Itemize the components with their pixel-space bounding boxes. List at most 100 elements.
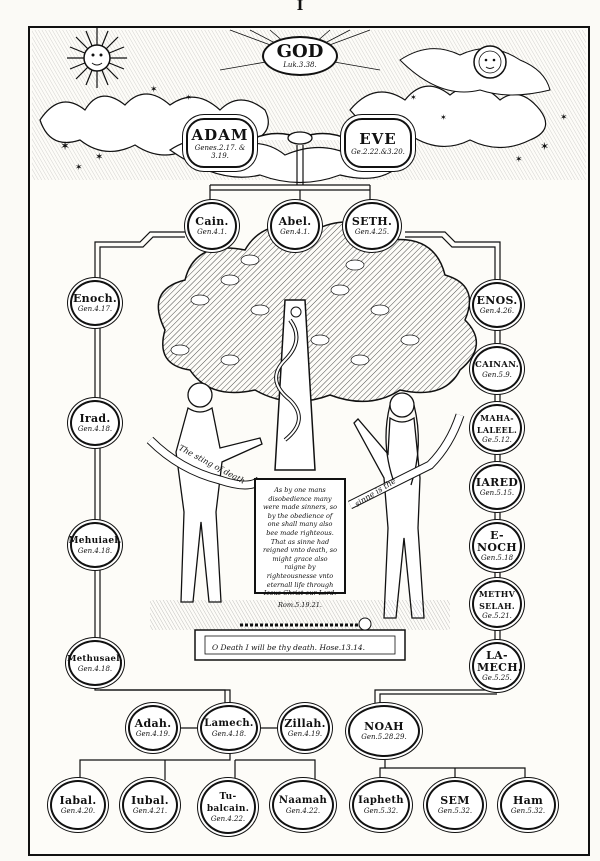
sun-icon xyxy=(67,28,127,88)
tomb xyxy=(194,617,406,661)
node-iubal: Iubal. Gen.4.21. xyxy=(122,780,178,830)
methusael-name: Methusael. xyxy=(67,654,123,664)
abel-name: Abel. xyxy=(278,215,312,228)
node-abel: Abel. Gen.4.1. xyxy=(270,202,320,250)
tree-of-knowledge xyxy=(157,221,478,471)
methuselah-ref: Ge.5.21. xyxy=(482,612,512,620)
enoch2-ref: Gen.5.18 xyxy=(480,554,514,562)
node-mahalaleel: MAHA-LALEEL. Ge.5.12. xyxy=(472,404,522,452)
god-ref: Luk.3.38. xyxy=(283,61,317,69)
page-number: I xyxy=(296,0,304,14)
methuselah-name: METHV SELAH. xyxy=(478,589,516,611)
iabal-ref: Gen.4.20. xyxy=(60,807,96,815)
mehuiael-name: Mehuiael. xyxy=(68,536,122,546)
tubalcain-name: Tu-balcain. xyxy=(206,792,250,814)
naamah-name: Naamah xyxy=(278,795,328,806)
node-adah: Adah. Gen.4.19. xyxy=(128,705,178,751)
mahalaleel-name: MAHA-LALEEL. xyxy=(476,413,518,435)
adah-ref: Gen.4.19. xyxy=(135,730,171,738)
node-tubalcain: Tu-balcain. Gen.4.22. xyxy=(200,780,256,834)
cain-ref: Gen.4.1. xyxy=(197,228,227,236)
node-cain: Cain. Gen.4.1. xyxy=(187,202,237,250)
node-seth: SETH. Gen.4.25. xyxy=(345,202,399,250)
god-name: GOD xyxy=(276,41,324,62)
svg-text:✶: ✶ xyxy=(150,85,158,95)
svg-text:✶: ✶ xyxy=(95,152,103,163)
node-lamech: Lamech. Gen.4.18. xyxy=(200,705,258,751)
lamech2-name: LA-MECH. xyxy=(477,649,523,674)
ham-name: Ham xyxy=(512,794,544,807)
methusael-ref: Gen.4.18. xyxy=(77,665,113,673)
node-methusael: Methusael. Gen.4.18. xyxy=(67,640,123,686)
node-enos: ENOS. Gen.4.26. xyxy=(472,282,522,328)
lamech-ref: Gen.4.18. xyxy=(211,730,247,738)
svg-text:✶: ✶ xyxy=(60,139,70,153)
scripture-text: As by one mans disobedience many were ma… xyxy=(262,486,337,598)
node-enoch: Enoch. Gen.4.17. xyxy=(70,280,120,326)
node-enoch-seth-line: E-NOCH Gen.5.18 xyxy=(472,522,522,570)
tubalcain-ref: Gen.4.22. xyxy=(210,815,246,823)
adam-name: ADAM xyxy=(191,126,249,144)
noah-name: NOAH xyxy=(364,720,404,733)
svg-text:✶: ✶ xyxy=(185,93,192,102)
enoch-name: Enoch. xyxy=(72,292,118,305)
node-noah: NOAH Gen.5.28.29. xyxy=(348,705,420,757)
enos-name: ENOS. xyxy=(476,294,518,307)
eve-cartouche: EVE Ge.2.22.&3.20. xyxy=(344,118,412,168)
zillah-name: Zillah. xyxy=(284,717,326,730)
seth-ref: Gen.4.25. xyxy=(354,228,390,236)
iabal-name: Iabal. xyxy=(59,794,97,807)
eve-name: EVE xyxy=(359,130,397,148)
cainan-name: CAINAN. xyxy=(475,360,519,370)
svg-text:✶: ✶ xyxy=(540,140,549,153)
iared-name: IARED xyxy=(475,476,519,489)
lineage-connectors xyxy=(79,145,526,780)
node-ham: Ham Gen.5.32. xyxy=(500,780,556,830)
node-zillah: Zillah. Gen.4.19. xyxy=(280,705,330,751)
stars: ✶✶ ✶✶ ✶✶ ✶✶ ✶✶ xyxy=(60,85,568,173)
scripture-ref: Rom.5.19.21. xyxy=(278,600,322,609)
svg-text:✶: ✶ xyxy=(410,93,417,102)
eve-ref: Ge.2.22.&3.20. xyxy=(351,148,405,156)
node-irad: Irad. Gen.4.18. xyxy=(70,400,120,446)
mehuiael-ref: Gen.4.18. xyxy=(77,547,113,555)
svg-text:✶: ✶ xyxy=(440,113,447,122)
node-iabal: Iabal. Gen.4.20. xyxy=(50,780,106,830)
cain-name: Cain. xyxy=(195,215,229,228)
scripture-tablet: As by one mans disobedience many were ma… xyxy=(254,478,346,609)
node-iapheth: Iapheth Gen.5.32. xyxy=(352,780,410,830)
lamech-name: Lamech. xyxy=(204,718,254,729)
enoch2-name: E-NOCH xyxy=(477,529,517,554)
iapheth-name: Iapheth xyxy=(358,795,404,806)
moon-icon xyxy=(473,45,507,79)
iapheth-ref: Gen.5.32. xyxy=(363,807,399,815)
tomb-inscription: O Death I will be thy death. Hose.13.14. xyxy=(212,643,366,652)
cainan-ref: Gen.5.9. xyxy=(482,371,512,379)
irad-name: Irad. xyxy=(79,412,111,425)
enoch-ref: Gen.4.17. xyxy=(77,305,113,313)
adah-name: Adah. xyxy=(134,717,172,730)
iared-ref: Gen.5.15. xyxy=(479,489,515,497)
clasped-hands-icon xyxy=(249,131,351,145)
adam-ref: Genes.2.17. & 3.19. xyxy=(194,144,246,160)
eve-figure xyxy=(353,392,425,619)
svg-text:✶: ✶ xyxy=(75,163,83,173)
node-mehuiael: Mehuiael. Gen.4.18. xyxy=(68,522,122,568)
node-sem: SEM Gen.5.32. xyxy=(426,780,484,830)
irad-ref: Gen.4.18. xyxy=(77,425,113,433)
node-cainan: CAINAN. Gen.5.9. xyxy=(472,346,522,392)
mahalaleel-ref: Ge.5.12. xyxy=(482,436,512,444)
svg-text:✶: ✶ xyxy=(515,155,523,165)
lamech2-ref: Ge.5.25. xyxy=(482,674,512,682)
naamah-ref: Gen.4.22. xyxy=(285,807,321,815)
sem-ref: Gen.5.32. xyxy=(437,807,473,815)
god-cartouche: GOD Luk.3.38. xyxy=(262,36,338,76)
sem-name: SEM xyxy=(440,794,470,807)
iubal-name: Iubal. xyxy=(131,794,169,807)
ham-ref: Gen.5.32. xyxy=(510,807,546,815)
adam-figure xyxy=(175,382,263,603)
zillah-ref: Gen.4.19. xyxy=(287,730,323,738)
node-iared: IARED Gen.5.15. xyxy=(472,464,522,510)
